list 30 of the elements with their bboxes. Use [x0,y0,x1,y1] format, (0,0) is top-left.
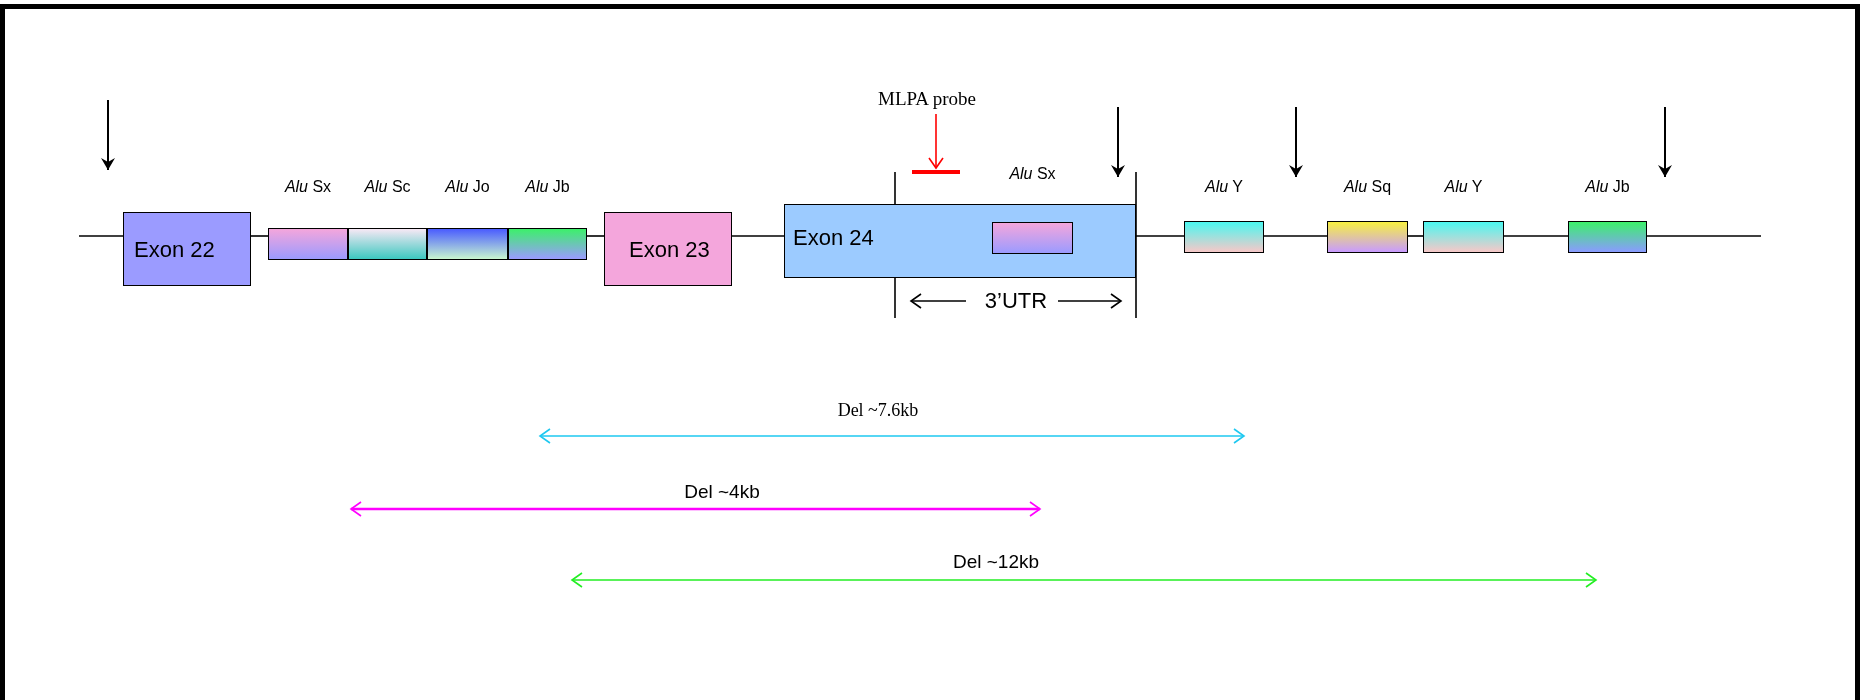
gene-line [1135,235,1185,237]
arrow [928,113,944,169]
probe-bar [912,170,960,174]
gene-line [1263,235,1328,237]
gene-line [250,235,269,237]
gene-line [1646,235,1762,237]
repeat-element-label: Alu Sc [364,178,411,196]
repeat-element-label: Alu Jo [445,178,490,196]
gene-line [1503,235,1569,237]
exon-box [604,212,732,286]
repeat-element-label: Alu Sx [1009,165,1056,183]
gene-line [586,235,605,237]
gene-line [1407,235,1424,237]
deletion-label: Del ~4kb [684,481,760,503]
deletion-label: Del ~12kb [952,551,1040,573]
exon-label: Exon 22 [134,237,215,263]
repeat-element-label: Alu Y [1205,178,1243,196]
repeat-element-label: Alu Jb [525,178,570,196]
deletion-label: Del ~7.6kb [837,400,919,421]
region-label: 3’UTR [984,288,1048,314]
repeat-element-label: Alu Sq [1343,178,1392,196]
exon-label: Exon 24 [793,225,874,251]
probe-label: MLPA probe [878,88,976,110]
repeat-element-label: Alu Jb [1585,178,1630,196]
exon-box [123,212,251,286]
gene-line [731,235,785,237]
gene-line [78,235,124,237]
repeat-element-label: Alu Y [1444,178,1483,196]
repeat-element-label: Alu Sx [284,178,332,196]
exon-label: Exon 23 [629,237,710,263]
